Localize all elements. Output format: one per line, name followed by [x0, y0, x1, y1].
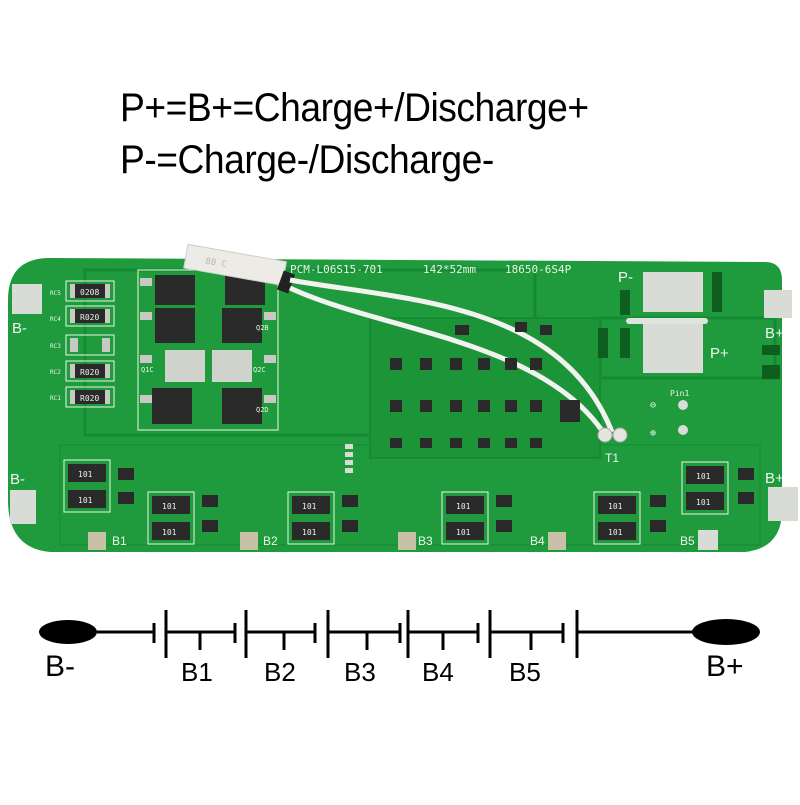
sense-resistors: 0208 R020 R020 R020 RC5 RC4 RC3 RC2 RC1	[50, 280, 115, 408]
svg-text:101: 101	[456, 528, 471, 537]
svg-text:B+: B+	[765, 470, 784, 487]
svg-text:RC4: RC4	[50, 316, 61, 323]
svg-text:R020: R020	[80, 394, 99, 403]
svg-text:101: 101	[78, 470, 93, 479]
svg-text:101: 101	[608, 502, 623, 511]
svg-text:B1: B1	[112, 534, 127, 548]
svg-text:101: 101	[608, 528, 623, 537]
ic-array	[390, 322, 580, 448]
svg-text:RC5: RC5	[50, 290, 61, 297]
battery-schematic	[39, 610, 760, 658]
thermistor-wire-2	[288, 285, 606, 434]
pcb-config-label: 18650-6S4P	[505, 263, 572, 276]
svg-text:101: 101	[302, 502, 317, 511]
svg-text:101: 101	[78, 496, 93, 505]
svg-text:B+: B+	[765, 325, 784, 342]
svg-text:R020: R020	[80, 313, 99, 322]
svg-text:⊖: ⊖	[650, 400, 656, 411]
schematic-label-b4: B4	[422, 657, 454, 687]
svg-text:101: 101	[162, 528, 177, 537]
svg-text:⊕: ⊕	[650, 428, 656, 439]
svg-text:B-: B-	[10, 471, 25, 488]
b-minus-terminal	[39, 620, 97, 644]
schematic-label-b5: B5	[509, 657, 541, 687]
svg-text:Q2C: Q2C	[253, 366, 266, 374]
svg-text:Pin1: Pin1	[670, 389, 689, 398]
svg-text:Q2B: Q2B	[256, 324, 269, 332]
svg-text:RC3: RC3	[50, 343, 61, 350]
svg-text:B2: B2	[263, 534, 278, 548]
svg-text:101: 101	[696, 472, 711, 481]
svg-text:R020: R020	[80, 368, 99, 377]
svg-text:RC2: RC2	[50, 369, 61, 376]
svg-text:101: 101	[302, 528, 317, 537]
caption-line-2: P-=Charge-/Discharge-	[120, 138, 494, 182]
b-plus-terminal	[692, 619, 760, 645]
svg-text:P-: P-	[618, 269, 633, 286]
svg-text:101: 101	[162, 502, 177, 511]
svg-text:RC1: RC1	[50, 395, 61, 402]
schematic-label-b-plus: B+	[706, 650, 744, 683]
svg-text:80 C: 80 C	[204, 257, 227, 271]
schematic-label-b1: B1	[181, 657, 213, 687]
schematic-label-b2: B2	[264, 657, 296, 687]
svg-text:B3: B3	[418, 534, 433, 548]
svg-text:B4: B4	[530, 534, 545, 548]
svg-text:Q2D: Q2D	[256, 406, 269, 414]
svg-text:B-: B-	[12, 320, 27, 337]
pcb-model-label: PCM-L06S15-701	[290, 263, 383, 276]
schematic-label-b3: B3	[344, 657, 376, 687]
svg-text:0208: 0208	[80, 288, 99, 297]
schematic-label-b-minus: B-	[45, 650, 75, 683]
svg-text:P+: P+	[710, 345, 729, 362]
balance-resistors: 101 101 101 101 101 101 101 101 101 101 101 10…	[63, 459, 729, 545]
thermistor-wire-1	[289, 277, 615, 433]
pcb-dimensions-label: 142*52mm	[423, 263, 476, 276]
svg-text:T1: T1	[605, 451, 619, 465]
svg-text:101: 101	[696, 498, 711, 507]
svg-text:Q1C: Q1C	[141, 366, 154, 374]
caption-line-1: P+=B+=Charge+/Discharge+	[120, 86, 589, 130]
svg-text:B5: B5	[680, 534, 695, 548]
svg-text:101: 101	[456, 502, 471, 511]
